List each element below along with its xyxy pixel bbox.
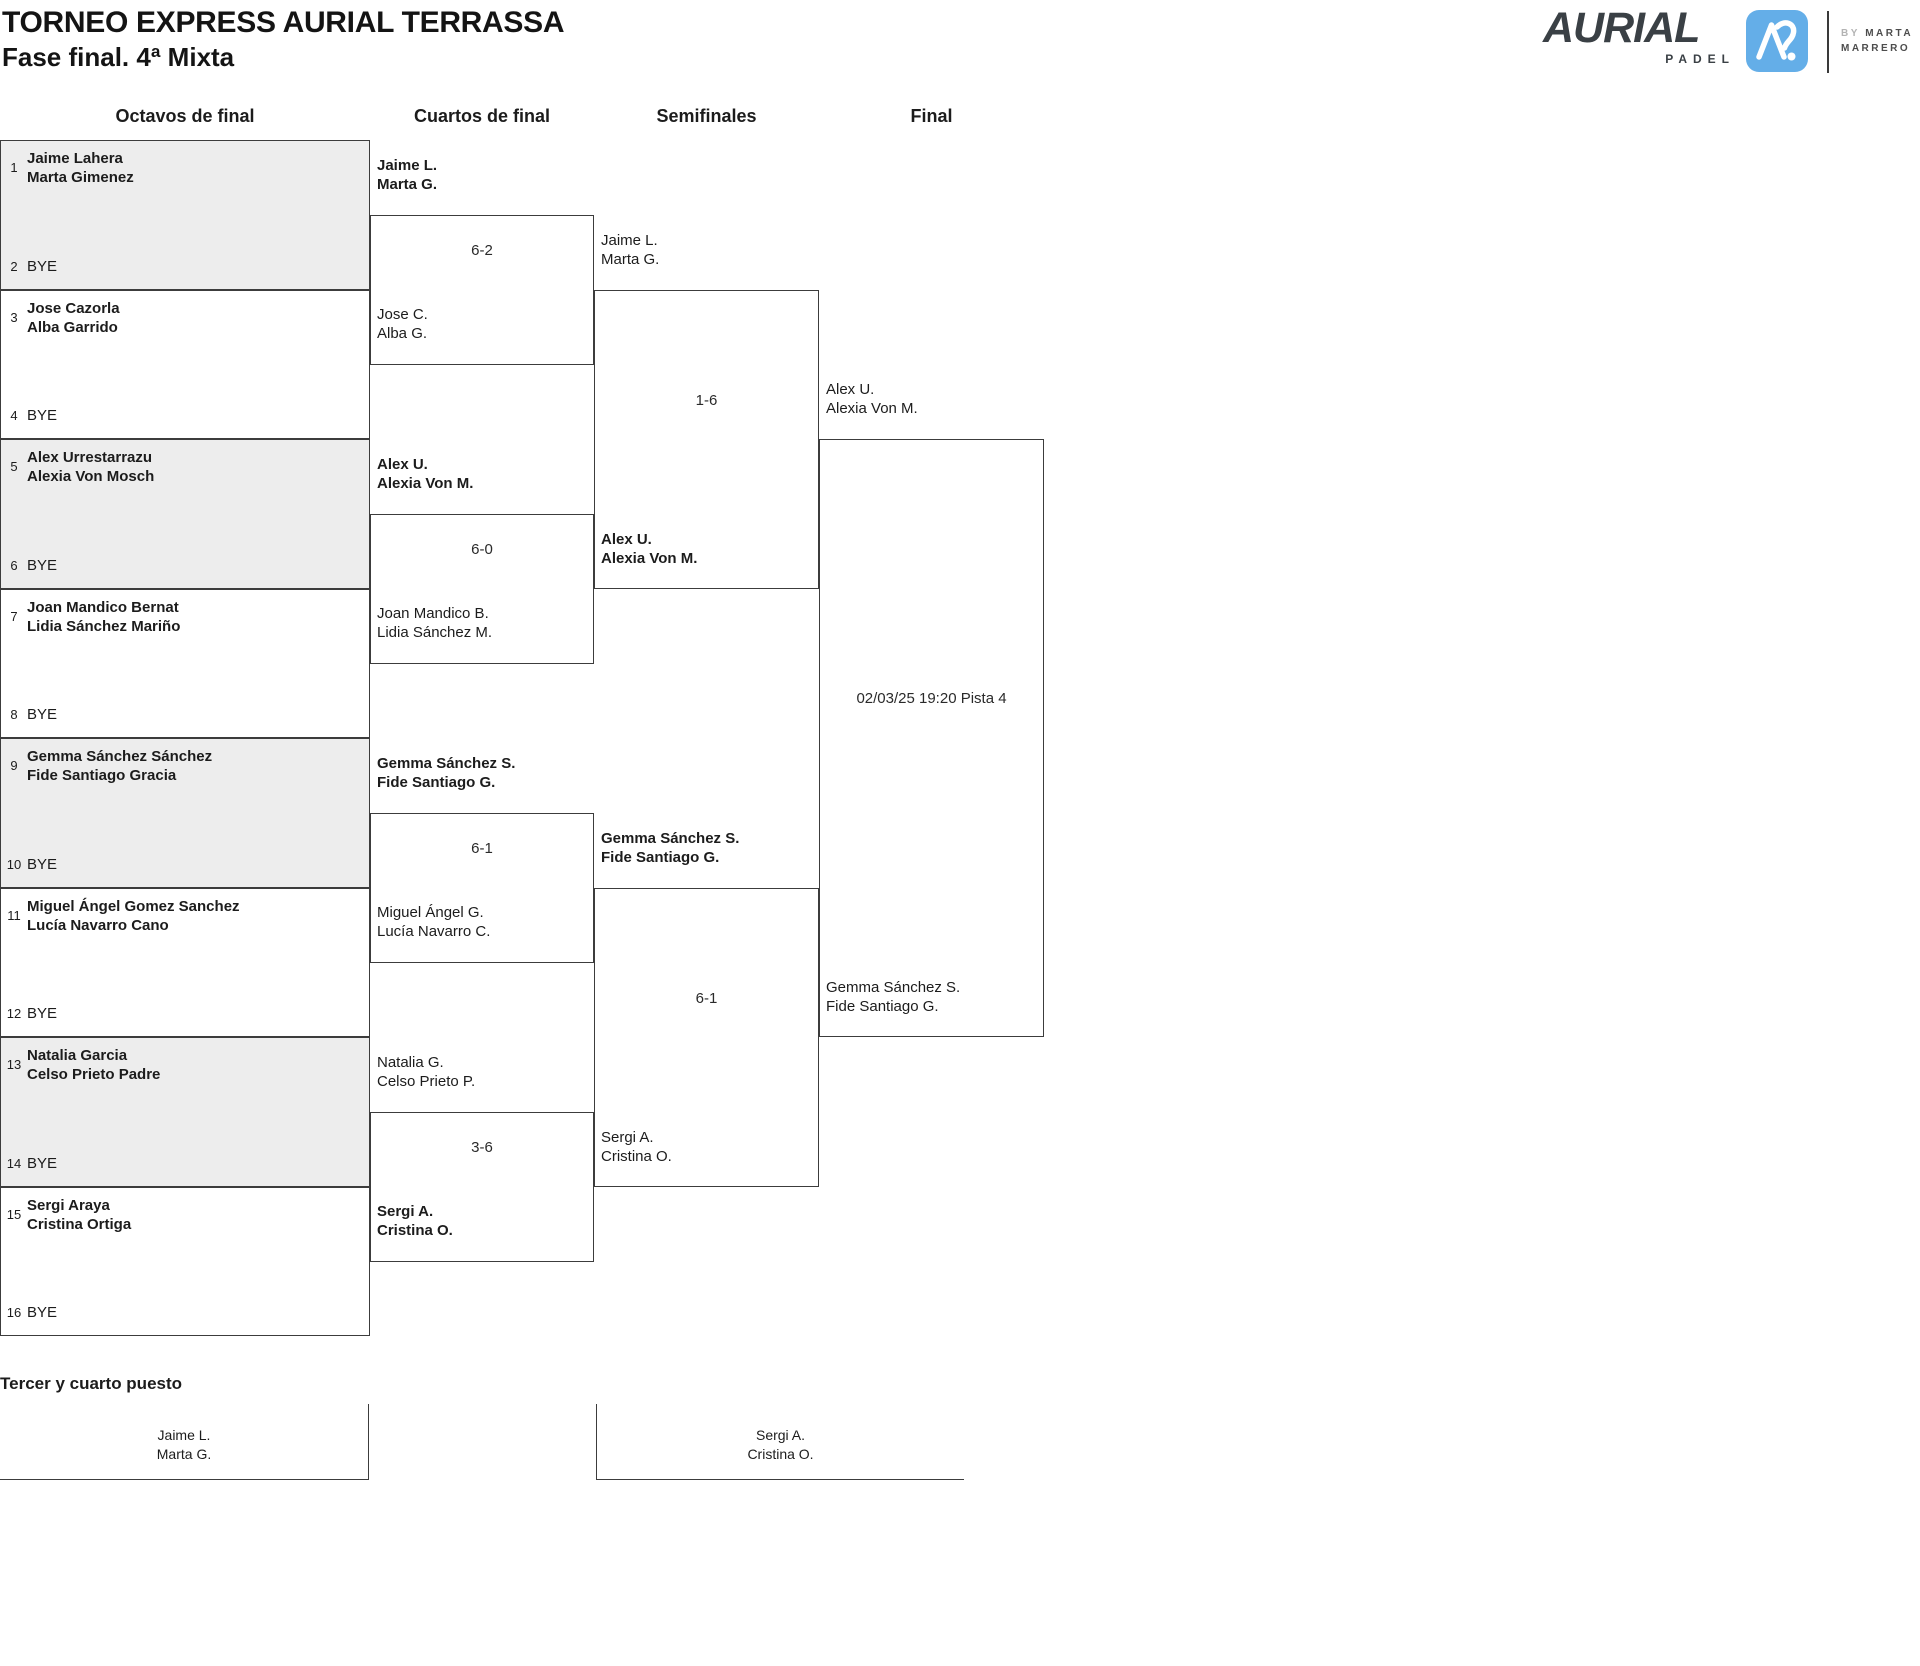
qf-entry: Miguel Ángel G.Lucía Navarro C. xyxy=(377,904,491,940)
seed-number: 9 xyxy=(10,758,18,773)
qf-match-box-2: 6-0 xyxy=(370,514,594,664)
final-schedule: 02/03/25 19:20 Pista 4 xyxy=(856,690,1007,707)
qf-entry: Gemma Sánchez S.Fide Santiago G. xyxy=(377,755,516,791)
player-name: Fide Santiago Gracia xyxy=(27,767,177,784)
bye-label: BYE xyxy=(27,1304,58,1321)
player-name: Lucía Navarro Cano xyxy=(27,917,169,934)
byline-prefix: BY xyxy=(1841,28,1860,39)
sf-entry: Sergi A.Cristina O. xyxy=(601,1129,672,1165)
byline-name-1: MARTA xyxy=(1865,28,1914,39)
seed-number: 8 xyxy=(10,707,18,722)
player-name: Natalia Garcia xyxy=(27,1047,128,1064)
seed-number: 4 xyxy=(10,408,18,423)
third-place-slot-1: Jaime L. Marta G. xyxy=(0,1404,369,1480)
logo-brand-text: AURIAL xyxy=(1543,4,1700,52)
player-name: Jaime Lahera xyxy=(27,150,123,167)
player-name: Gemma Sánchez Sánchez xyxy=(27,748,213,765)
logo-divider xyxy=(1827,11,1829,73)
match-score: 6-2 xyxy=(471,242,493,259)
player-name: Cristina Ortiga xyxy=(27,1216,132,1233)
page-subtitle: Fase final. 4ª Mixta xyxy=(2,42,235,72)
sf-entry: Alex U.Alexia Von M. xyxy=(601,531,698,567)
seed-number: 12 xyxy=(6,1006,22,1021)
seed-number: 16 xyxy=(6,1305,22,1320)
round-header-octavos: Octavos de final xyxy=(115,106,255,126)
bye-label: BYE xyxy=(27,557,58,574)
player-name: Celso Prieto Padre xyxy=(27,1066,161,1083)
seed-number: 1 xyxy=(10,160,18,175)
player-name: Miguel Ángel Gomez Sanchez xyxy=(27,898,240,915)
qf-match-box-3: 6-1 xyxy=(370,813,594,963)
seed-number: 15 xyxy=(6,1207,22,1222)
bye-label: BYE xyxy=(27,407,58,424)
qf-entry: Joan Mandico B.Lidia Sánchez M. xyxy=(377,605,493,641)
match-score: 6-0 xyxy=(471,541,493,558)
player-name: Marta G. xyxy=(156,1446,212,1462)
final-entry: Gemma Sánchez S.Fide Santiago G. xyxy=(826,979,961,1015)
player-name: Marta Gimenez xyxy=(27,169,134,186)
logo-byline: BY MARTA MARRERO xyxy=(1841,26,1913,56)
match-score: 6-1 xyxy=(471,840,493,857)
byline-name-2: MARRERO xyxy=(1841,43,1911,54)
sf-match-box-1: 1-6 xyxy=(594,290,819,589)
logo-padel-text: PADEL xyxy=(1665,52,1735,66)
seed-number: 11 xyxy=(7,908,21,923)
seed-number: 13 xyxy=(6,1057,22,1072)
player-name: Joan Mandico Bernat xyxy=(27,599,179,616)
match-score: 6-1 xyxy=(695,989,718,1007)
round-header-semifinales: Semifinales xyxy=(656,106,757,126)
qf-entry: Jose C.Alba G. xyxy=(377,306,428,342)
bye-label: BYE xyxy=(27,1005,58,1022)
player-name: Jaime L. xyxy=(157,1427,211,1443)
seed-number: 3 xyxy=(10,310,18,325)
match-score: 1-6 xyxy=(695,391,718,409)
player-name: Sergi A. xyxy=(755,1427,806,1443)
qf-entry: Alex U.Alexia Von M. xyxy=(377,456,474,492)
sf-entry: Gemma Sánchez S.Fide Santiago G. xyxy=(601,830,740,866)
player-name: Sergi Araya xyxy=(27,1197,110,1214)
aurial-monogram-icon xyxy=(1746,10,1808,72)
player-name: Cristina O. xyxy=(747,1446,814,1462)
third-place-slot-2: Sergi A. Cristina O. xyxy=(596,1404,964,1480)
final-match-box: 02/03/25 19:20 Pista 4 xyxy=(819,439,1044,1037)
player-name: Lidia Sánchez Mariño xyxy=(27,618,181,635)
bye-label: BYE xyxy=(27,706,58,723)
qf-match-box-1: 6-2 xyxy=(370,215,594,365)
round-header-final: Final xyxy=(910,106,953,126)
player-name: Alexia Von Mosch xyxy=(27,468,155,485)
match-score: 3-6 xyxy=(471,1139,493,1156)
qf-entry: Natalia G.Celso Prieto P. xyxy=(377,1054,476,1090)
qf-entry: Jaime L.Marta G. xyxy=(377,157,438,193)
seed-number: 5 xyxy=(10,459,18,474)
qf-match-box-4: 3-6 xyxy=(370,1112,594,1262)
round-header-cuartos: Cuartos de final xyxy=(413,106,551,126)
final-entry: Alex U.Alexia Von M. xyxy=(826,381,918,417)
player-name: Alba Garrido xyxy=(27,319,118,336)
bye-label: BYE xyxy=(27,856,58,873)
seed-number: 14 xyxy=(6,1156,22,1171)
sf-match-box-2: 6-1 xyxy=(594,888,819,1187)
seed-number: 2 xyxy=(10,259,18,274)
player-name: Jose Cazorla xyxy=(27,300,120,317)
seed-number: 6 xyxy=(10,558,18,573)
bye-label: BYE xyxy=(27,1155,58,1172)
third-place-title: Tercer y cuarto puesto xyxy=(0,1374,183,1393)
player-name: Alex Urrestarrazu xyxy=(27,449,153,466)
bye-label: BYE xyxy=(27,258,58,275)
seed-number: 7 xyxy=(10,609,18,624)
page-title: TORNEO EXPRESS AURIAL TERRASSA xyxy=(2,6,565,39)
sf-entry: Jaime L.Marta G. xyxy=(601,232,660,268)
qf-entry: Sergi A.Cristina O. xyxy=(377,1203,453,1239)
seed-number: 10 xyxy=(6,857,22,872)
